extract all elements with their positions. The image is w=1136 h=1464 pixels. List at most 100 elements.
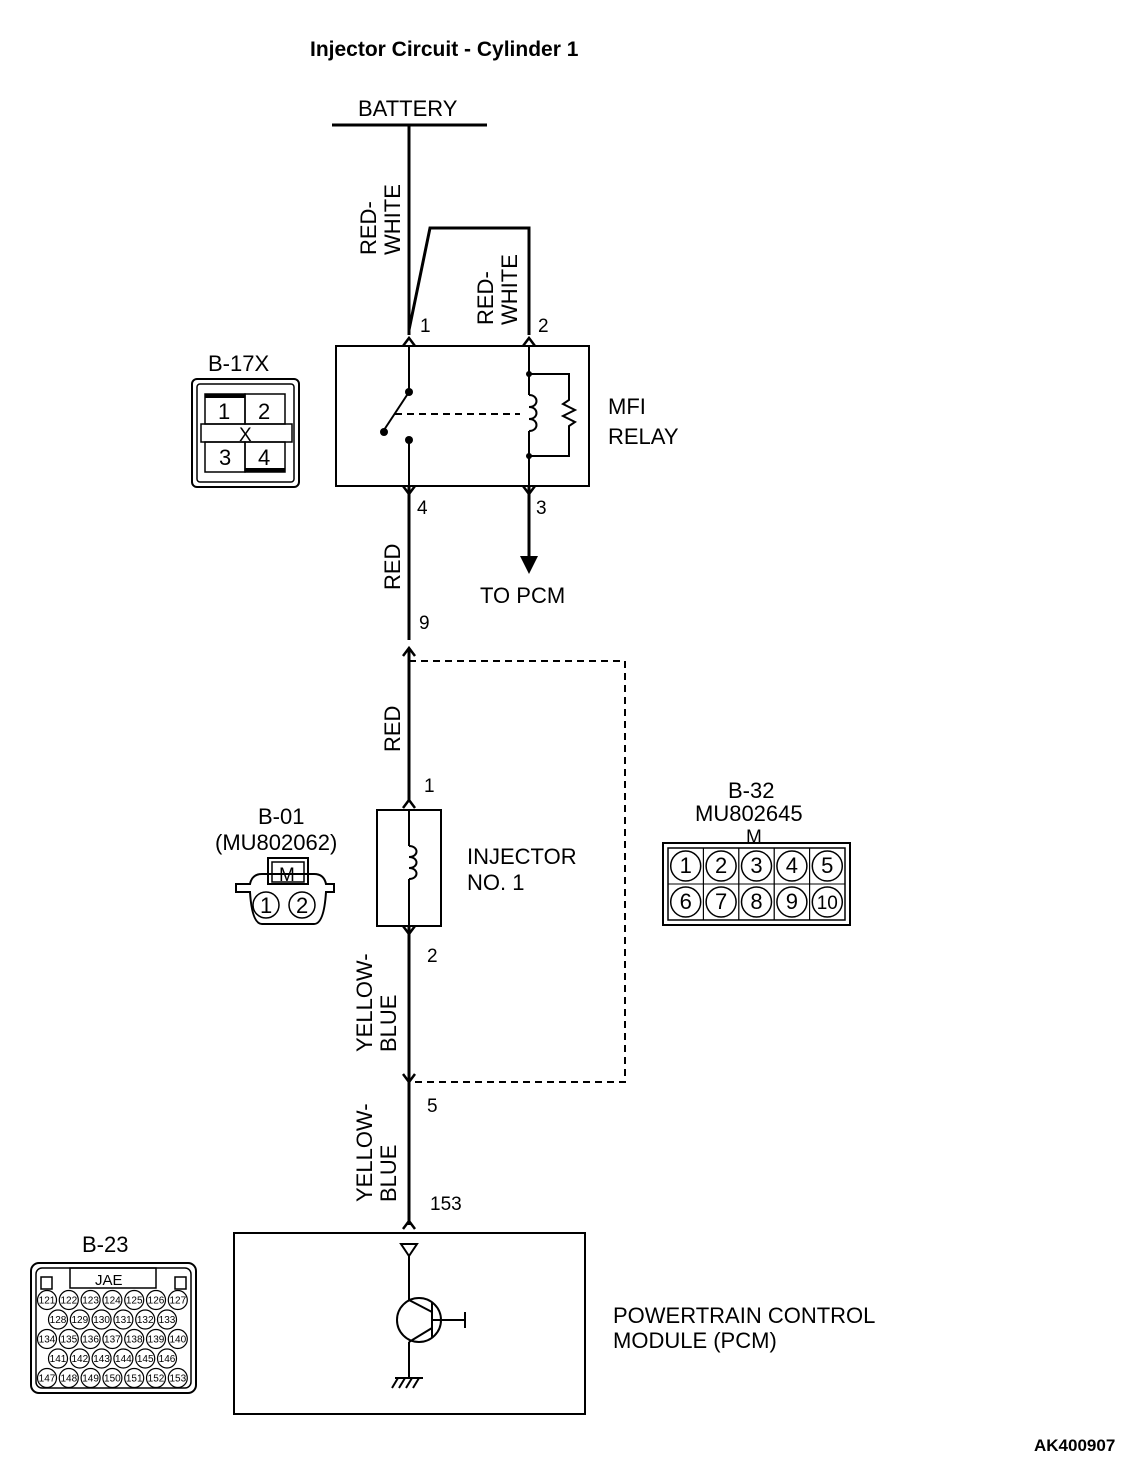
b23-pin-140: 140 — [169, 1335, 186, 1346]
b23-pin-circle — [91, 1348, 112, 1369]
b23-pin-142: 142 — [71, 1354, 88, 1365]
b23-pin-circle — [167, 1328, 188, 1350]
svg-text:YELLOW-: YELLOW- — [352, 1103, 377, 1202]
b17x-pin-1: 1 — [218, 399, 230, 424]
relay-coil-icon — [528, 394, 538, 432]
b23-pin-130: 130 — [93, 1315, 110, 1326]
b17x-pin-3: 3 — [219, 445, 231, 470]
connector-b23 — [30, 1262, 197, 1394]
relay-pin-1: 1 — [420, 316, 431, 337]
b23-pin-circle — [102, 1289, 123, 1311]
b23-pin-152: 152 — [148, 1374, 165, 1385]
b23-pin-138: 138 — [126, 1335, 143, 1346]
relay-pin-4: 4 — [417, 498, 428, 519]
pcm-pin-153: 153 — [430, 1194, 462, 1215]
b23-pin-circle — [135, 1309, 156, 1330]
b23-pin-circle — [80, 1328, 101, 1350]
b23-pin-121: 121 — [39, 1296, 56, 1307]
pcm-transistor-emitter — [408, 1327, 433, 1343]
b32-pin-circle — [705, 850, 737, 882]
b23-pin-circle — [145, 1328, 167, 1350]
b23-pin-circle — [113, 1309, 134, 1330]
b32-pin-1: 1 — [680, 853, 692, 878]
svg-text:BLUE: BLUE — [376, 995, 401, 1052]
relay-name-line1: MFI — [608, 394, 646, 419]
b32-pin-2: 2 — [715, 853, 727, 878]
b23-pin-137: 137 — [104, 1335, 121, 1346]
b23-pin-141: 141 — [50, 1354, 67, 1365]
relay-resistor-icon — [529, 373, 578, 457]
b23-pin-circle — [80, 1289, 101, 1311]
b23-pin-circle — [167, 1289, 188, 1311]
ground-icon — [391, 1377, 423, 1389]
b17x-mark: X — [239, 425, 252, 446]
pcm-box — [233, 1232, 586, 1415]
pcm-name-line2: MODULE (PCM) — [613, 1328, 777, 1353]
b17x-pin-4: 4 — [258, 445, 270, 470]
diagram-title: Injector Circuit - Cylinder 1 — [310, 38, 579, 61]
connector-b23-key-left — [40, 1276, 53, 1290]
b23-pin-133: 133 — [159, 1315, 176, 1326]
b23-pin-circle — [91, 1309, 112, 1330]
svg-text:WHITE: WHITE — [380, 184, 405, 255]
b01-pin-1: 1 — [260, 893, 272, 918]
b23-pin-150: 150 — [104, 1374, 121, 1385]
b23-pin-circle — [145, 1289, 167, 1311]
relay-switch-arm — [383, 391, 410, 431]
b23-pin-circle — [135, 1348, 156, 1369]
connector-b32 — [662, 842, 851, 926]
b23-pin-135: 135 — [60, 1335, 77, 1346]
b23-pin-144: 144 — [115, 1354, 132, 1365]
relay-name-line2: RELAY — [608, 424, 679, 449]
pcm-name-line1: POWERTRAIN CONTROL — [613, 1303, 875, 1328]
b32-pin-circle — [705, 886, 737, 918]
relay-pin-3: 3 — [536, 498, 547, 519]
injector-name-line2: NO. 1 — [467, 870, 524, 895]
junction-pin-5: 5 — [427, 1096, 438, 1117]
connector-b17x — [191, 378, 300, 488]
b23-pin-126: 126 — [148, 1296, 165, 1307]
b23-pin-circle — [145, 1367, 167, 1389]
junction-pin-9: 9 — [419, 613, 430, 634]
battery-label: BATTERY — [358, 96, 458, 121]
connector-b01 — [235, 857, 335, 925]
injector-name-line1: INJECTOR — [467, 844, 577, 869]
b01-mark: M — [279, 865, 295, 886]
relay-pin-2: 2 — [538, 316, 549, 337]
connector-b23-id: B-23 — [82, 1232, 128, 1257]
b32-pin-10: 10 — [817, 893, 838, 914]
connector-b32-id: B-32 — [728, 778, 774, 803]
arrow-down-icon — [520, 556, 538, 574]
b23-pin-circle — [113, 1348, 134, 1369]
b23-pin-circle — [124, 1289, 145, 1311]
injector-pin1-terminal-icon — [401, 798, 417, 810]
b23-pin-circle — [156, 1309, 178, 1330]
b23-pin-146: 146 — [159, 1354, 176, 1365]
svg-text:WHITE: WHITE — [497, 254, 522, 325]
b23-pin-129: 129 — [71, 1315, 88, 1326]
svg-text:RED-: RED- — [356, 201, 381, 255]
svg-text:RED: RED — [380, 544, 405, 590]
b32-pin-circle — [669, 850, 702, 882]
b32-pin-9: 9 — [786, 889, 798, 914]
b32-pin-circle — [776, 850, 808, 882]
b23-pin-circle — [167, 1367, 188, 1389]
pcm-input-triangle-icon — [399, 1243, 419, 1258]
svg-text:BLUE: BLUE — [376, 1145, 401, 1202]
b32-pin-8: 8 — [750, 889, 762, 914]
connector-b23-label-box — [69, 1267, 157, 1289]
b23-pin-127: 127 — [169, 1296, 186, 1307]
b32-pin-5: 5 — [821, 853, 833, 878]
b23-pin-circle — [124, 1367, 145, 1389]
b23-pin-circle — [124, 1328, 145, 1350]
b23-pin-149: 149 — [82, 1374, 99, 1385]
b23-pin-circle — [156, 1348, 178, 1369]
b23-pin-circle — [58, 1289, 79, 1311]
connector-b01-part: (MU802062) — [215, 830, 337, 855]
relay-pin1-terminal-icon — [401, 336, 417, 348]
b23-pin-145: 145 — [137, 1354, 154, 1365]
b23-pin-circle — [47, 1309, 69, 1330]
wire-color-red-white-left: RED- WHITE — [356, 184, 405, 255]
